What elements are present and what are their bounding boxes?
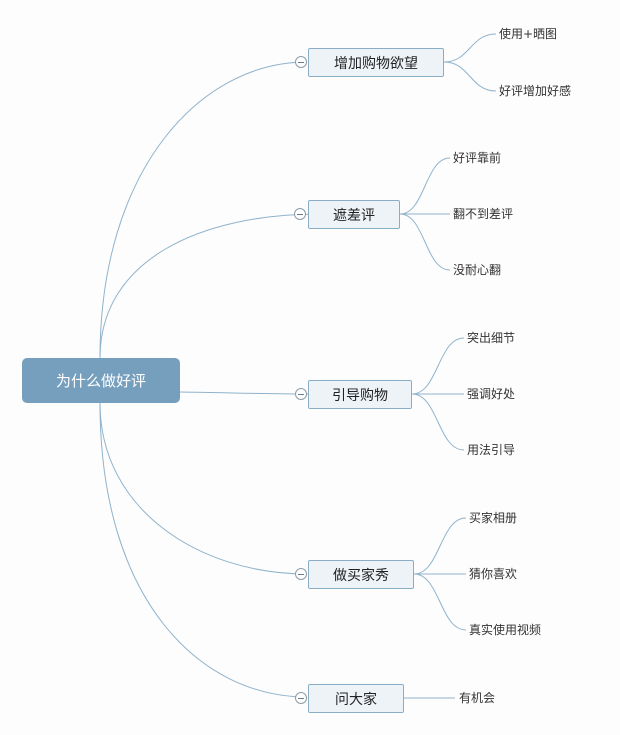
collapse-toggle-icon[interactable] <box>295 692 307 704</box>
leaf-node[interactable]: 好评增加好感 <box>499 84 572 98</box>
branch-label: 增加购物欲望 <box>334 55 418 72</box>
branch-node-2[interactable]: 遮差评 <box>308 200 400 229</box>
connector-root-to-branch-3 <box>179 391 309 395</box>
branch-node-5[interactable]: 问大家 <box>308 684 404 713</box>
leaf-node[interactable]: 强调好处 <box>467 387 516 401</box>
branch-node-1[interactable]: 增加购物欲望 <box>308 48 444 77</box>
connector-branch-1-to-leaf-2 <box>443 61 497 92</box>
connector-root-to-branch-1 <box>99 61 308 359</box>
leaf-node[interactable]: 真实使用视频 <box>469 623 542 637</box>
connector-branch-1-to-leaf-1 <box>443 33 497 63</box>
root-label: 为什么做好评 <box>55 372 146 390</box>
connector-branch-4-to-leaf-1 <box>413 517 467 575</box>
collapse-toggle-icon[interactable] <box>295 388 307 400</box>
connector-branch-3-to-leaf-3 <box>411 393 465 451</box>
connector-branch-2-to-leaf-1 <box>399 157 451 215</box>
connector-branch-3-to-leaf-1 <box>411 337 465 395</box>
branch-label: 做买家秀 <box>333 567 389 584</box>
connector-root-to-branch-4 <box>99 402 308 575</box>
leaf-node[interactable]: 突出细节 <box>467 331 516 345</box>
connector-branch-4-to-leaf-3 <box>413 573 467 631</box>
branch-label: 问大家 <box>335 691 377 708</box>
leaf-node[interactable]: 猜你喜欢 <box>469 567 518 581</box>
leaf-node[interactable]: 买家相册 <box>469 511 518 525</box>
leaf-node[interactable]: 好评靠前 <box>453 151 502 165</box>
leaf-node[interactable]: 用法引导 <box>467 443 516 457</box>
collapse-toggle-icon[interactable] <box>295 56 307 68</box>
leaf-node[interactable]: 使用+晒图 <box>499 27 558 41</box>
collapse-toggle-icon[interactable] <box>295 568 307 580</box>
leaf-node[interactable]: 没耐心翻 <box>453 263 502 277</box>
connector-branch-2-to-leaf-3 <box>399 213 451 271</box>
branch-node-3[interactable]: 引导购物 <box>308 380 412 409</box>
collapse-toggle-icon[interactable] <box>294 208 306 220</box>
leaf-node[interactable]: 有机会 <box>459 691 496 705</box>
leaf-node[interactable]: 翻不到差评 <box>453 207 514 221</box>
connector-root-to-branch-2 <box>99 213 321 359</box>
branch-label: 引导购物 <box>332 387 388 404</box>
branch-node-4[interactable]: 做买家秀 <box>308 560 414 589</box>
root-node[interactable]: 为什么做好评 <box>22 358 180 403</box>
connector-root-to-branch-5 <box>99 402 308 698</box>
branch-label: 遮差评 <box>333 207 375 224</box>
